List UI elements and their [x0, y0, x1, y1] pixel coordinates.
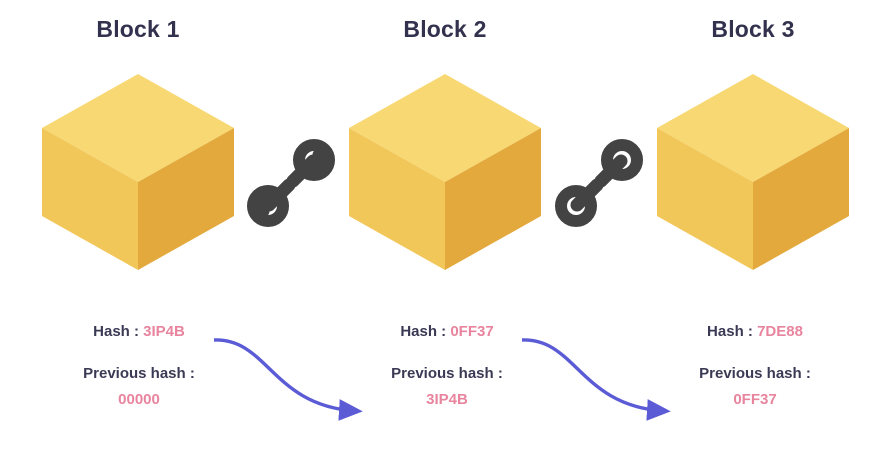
previous-hash-row-1: Previous hash : 00000 [14, 364, 264, 410]
previous-hash-value: 0FF37 [733, 391, 777, 408]
hash-row-3: Hash : 7DE88 [630, 322, 880, 342]
hash-info-block-3: Hash : 7DE88 Previous hash : 0FF37 [630, 322, 880, 410]
hash-row-1: Hash : 3IP4B [14, 322, 264, 342]
previous-hash-row-3: Previous hash : 0FF37 [630, 364, 880, 410]
hash-value: 0FF37 [450, 323, 494, 340]
hash-value: 7DE88 [757, 323, 803, 340]
previous-hash-label: Previous hash : [699, 365, 811, 382]
hash-row-2: Hash : 0FF37 [322, 322, 572, 342]
previous-hash-value: 00000 [118, 391, 160, 408]
hash-value: 3IP4B [143, 323, 185, 340]
hash-label: Hash : [93, 323, 139, 340]
previous-hash-label: Previous hash : [83, 365, 195, 382]
hash-label: Hash : [707, 323, 753, 340]
previous-hash-label: Previous hash : [391, 365, 503, 382]
cube-icon [655, 72, 851, 272]
cube-icon [40, 72, 236, 272]
hash-info-block-1: Hash : 3IP4B Previous hash : 00000 [14, 322, 264, 410]
block-title-2: Block 2 [403, 16, 487, 42]
chain-link-icon [243, 135, 339, 231]
hash-info-block-2: Hash : 0FF37 Previous hash : 3IP4B [322, 322, 572, 410]
block-title-3: Block 3 [711, 16, 795, 42]
previous-hash-row-2: Previous hash : 3IP4B [322, 364, 572, 410]
block-column-2: Block 2 [325, 0, 565, 290]
cube-icon [347, 72, 543, 272]
block-column-1: Block 1 [18, 0, 258, 290]
block-title-1: Block 1 [96, 16, 180, 42]
hash-label: Hash : [400, 323, 447, 340]
block-column-3: Block 3 [633, 0, 873, 290]
previous-hash-value: 3IP4B [426, 391, 468, 408]
chain-link-icon [551, 135, 647, 231]
